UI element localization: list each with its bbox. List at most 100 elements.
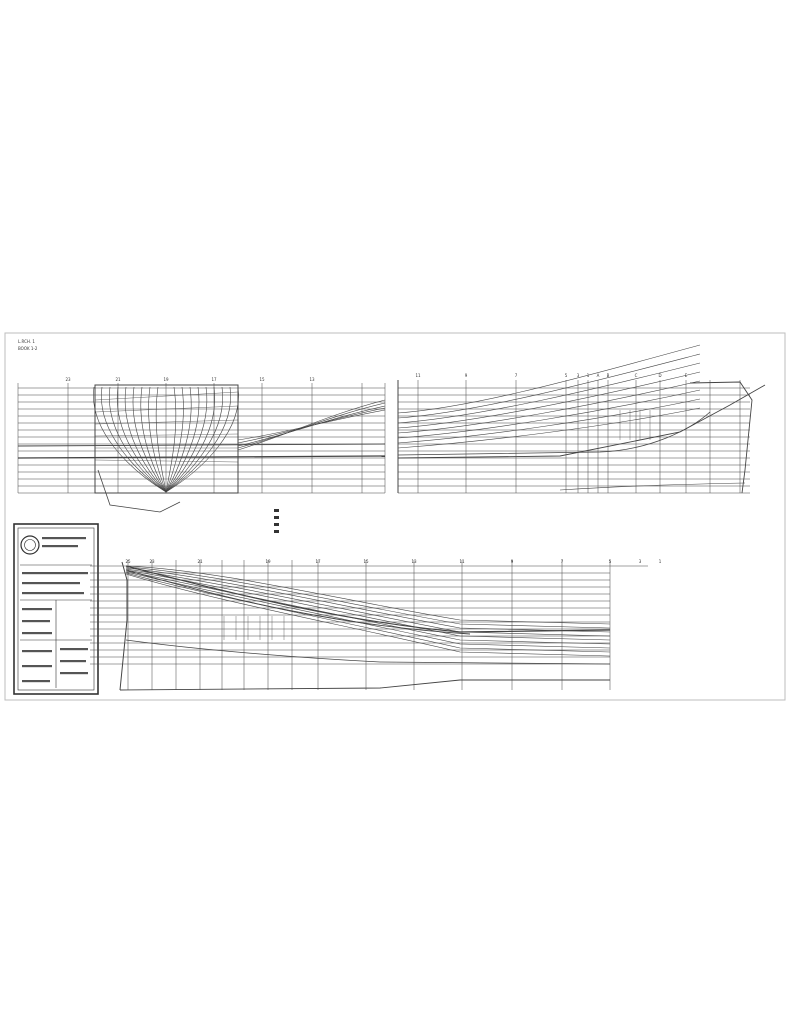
waterline-curve	[397, 353, 701, 419]
station-label: 23	[65, 377, 71, 382]
station-label: 17	[315, 559, 321, 564]
sheer-curve	[125, 572, 611, 653]
deck-outline	[397, 384, 766, 459]
station-label: 7	[561, 559, 564, 564]
station-label: 19	[265, 559, 271, 564]
station-label: 5	[609, 559, 612, 564]
keel-line	[559, 482, 746, 491]
station-label: A	[597, 373, 600, 378]
section-curve	[140, 386, 167, 493]
body-plan-panel	[17, 383, 386, 513]
station-label: 11	[415, 373, 421, 378]
title-text-line	[22, 680, 50, 683]
section-curve	[165, 386, 231, 493]
corner-mark: BOOK 1-2	[18, 346, 38, 351]
title-text-line	[22, 582, 80, 585]
station-label: E	[685, 373, 688, 378]
station-label: 21	[115, 377, 121, 382]
station-label: 7	[515, 373, 518, 378]
section-curve	[116, 386, 167, 493]
station-label: B	[607, 373, 610, 378]
sheer-curve	[125, 568, 611, 637]
skeg-outline	[97, 469, 181, 513]
stem-outline	[689, 381, 753, 494]
station-label: 1	[659, 559, 662, 564]
station-label: 3	[639, 559, 642, 564]
half-breadth-panel	[397, 344, 766, 494]
station-label: 15	[259, 377, 265, 382]
corner-mark: L.RCH. 1	[18, 339, 35, 344]
title-block	[13, 523, 99, 695]
station-label: 9	[465, 373, 468, 378]
station-label: 23	[149, 559, 155, 564]
station-label: 17	[211, 377, 217, 382]
title-text-line	[42, 545, 78, 548]
title-text-line	[22, 608, 52, 611]
section-curve	[165, 386, 200, 493]
sheer-curve	[125, 573, 611, 657]
waterline-curve	[397, 371, 701, 429]
sheer-plan-panel	[90, 560, 648, 691]
title-text-line	[60, 672, 88, 675]
title-text-line	[60, 648, 88, 651]
legend-swatch	[274, 509, 279, 512]
buttock-line	[397, 411, 711, 456]
station-label: 21	[197, 559, 203, 564]
seal-emblem	[20, 535, 40, 555]
section-curve	[165, 386, 223, 493]
station-label: D	[658, 373, 661, 378]
sheer-curve	[125, 566, 611, 629]
section-curve	[165, 386, 208, 493]
section-curve	[165, 386, 192, 493]
bottom-profile	[125, 639, 611, 665]
title-text-line	[60, 660, 86, 663]
load-waterline	[17, 443, 386, 447]
legend-swatch	[274, 516, 279, 519]
diagonal-line	[94, 433, 239, 437]
section-curve	[132, 386, 167, 493]
diagonal-line	[94, 419, 239, 425]
station-label: 15	[363, 559, 369, 564]
body-plan-frame	[94, 384, 239, 494]
section-curve	[165, 386, 216, 493]
waterline-curve	[237, 402, 386, 449]
drawing-sheet-border	[4, 332, 786, 701]
section-curve	[93, 386, 167, 493]
waterline-curve	[397, 398, 701, 444]
title-text-line	[22, 592, 84, 595]
station-label: C	[635, 373, 638, 378]
section-curve	[148, 386, 167, 493]
diagonal-line	[94, 405, 239, 413]
station-label: 1	[587, 373, 590, 378]
legend-swatch	[274, 530, 279, 533]
section-curve	[165, 386, 177, 493]
legend-swatch	[274, 523, 279, 526]
section-curve	[165, 386, 184, 493]
sheer-curve	[125, 565, 611, 625]
keel-line	[119, 679, 610, 691]
station-label: 9	[511, 559, 514, 564]
diagonal-line	[94, 391, 239, 401]
title-text-line	[42, 537, 86, 540]
section-curve	[109, 386, 167, 493]
station-label: 13	[411, 559, 417, 564]
station-label: 3	[577, 373, 580, 378]
title-text-line	[22, 572, 88, 575]
rail-line	[125, 569, 471, 635]
station-label: 11	[459, 559, 465, 564]
waterline-curve	[397, 407, 701, 449]
section-curve	[101, 386, 167, 493]
sheer-curve	[125, 567, 611, 633]
title-text-line	[22, 620, 50, 623]
diagonal-line	[94, 459, 239, 463]
waterline-curve	[397, 389, 701, 439]
waterline-curve	[397, 380, 701, 434]
section-curve	[155, 386, 167, 493]
stern-outline	[119, 561, 128, 691]
sheer-curve	[125, 569, 611, 641]
lines-legend	[274, 509, 279, 533]
